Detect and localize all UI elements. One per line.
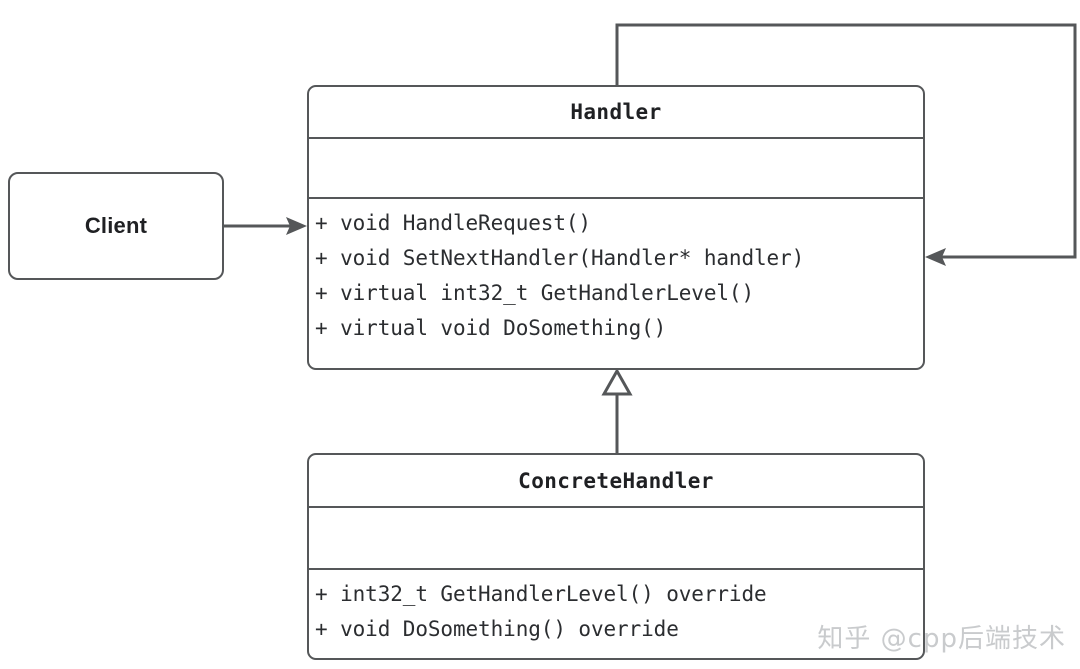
- class-name-client: Client: [84, 213, 148, 238]
- operation-item: + void HandleRequest(): [315, 211, 591, 235]
- class-box-client[interactable]: Client: [8, 172, 224, 280]
- operation-item: + virtual int32_t GetHandlerLevel(): [315, 281, 755, 305]
- operation-item: + void DoSomething() override: [315, 617, 679, 641]
- class-name-concretehandler: ConcreteHandler: [518, 468, 714, 493]
- operation-item: + virtual void DoSomething(): [315, 316, 667, 340]
- operation-item: + void SetNextHandler(Handler* handler): [315, 246, 805, 270]
- watermark-text: 知乎 @cpp后端技术: [817, 624, 1066, 654]
- class-name-handler: Handler: [570, 100, 662, 124]
- attributes-compartment-handler: [309, 137, 923, 197]
- edge-client-to-handler: [224, 217, 307, 235]
- operation-item: + int32_t GetHandlerLevel() override: [315, 582, 767, 606]
- attributes-compartment-concretehandler: [309, 506, 923, 568]
- class-box-handler[interactable]: Handler + void HandleRequest() + void Se…: [307, 85, 925, 370]
- class-box-concretehandler[interactable]: ConcreteHandler + int32_t GetHandlerLeve…: [307, 453, 925, 660]
- edge-concrete-to-handler: [601, 367, 633, 453]
- arrowhead-solid-left: [925, 248, 946, 266]
- operations-compartment-handler: + void HandleRequest() + void SetNextHan…: [309, 197, 923, 368]
- arrowhead-solid-right: [286, 217, 307, 235]
- operations-compartment-concretehandler: + int32_t GetHandlerLevel() override + v…: [309, 568, 923, 658]
- arrowhead-hollow-triangle: [601, 367, 633, 396]
